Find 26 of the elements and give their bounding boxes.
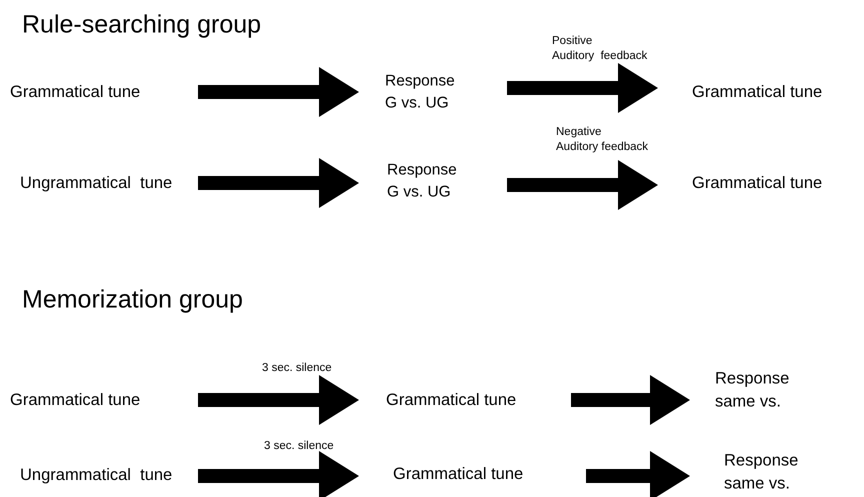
step-text: Grammatical tune (10, 388, 198, 412)
edge-label: 3 sec. silence (264, 439, 334, 454)
edge-label: Negative Auditory feedback (556, 125, 648, 155)
step-text: Response G vs. UG (359, 70, 507, 114)
block-arrow (571, 375, 690, 425)
block-arrow (198, 375, 359, 425)
block-arrow (586, 451, 690, 497)
block-arrow (507, 63, 658, 113)
edge-label: Positive Auditory feedback (552, 34, 648, 64)
block-arrow (198, 158, 359, 208)
group-heading: Memorization group (22, 286, 243, 314)
step-text: Grammatical tune (10, 80, 198, 104)
step-text: Grammatical tune (658, 172, 864, 194)
step-text: Ungrammatical tune (20, 172, 198, 194)
block-arrow (198, 451, 359, 497)
step-text: Grammatical tune (658, 80, 864, 104)
step-text: Response same vs. (690, 450, 830, 494)
step-text: Ungrammatical tune (20, 464, 198, 486)
edge-label: 3 sec. silence (262, 361, 332, 376)
block-arrow (507, 160, 658, 210)
step-text: Response same vs. (690, 368, 830, 412)
group-heading: Rule-searching group (22, 10, 262, 40)
step-text: Grammatical tune (359, 462, 586, 486)
step-text: Response G vs. UG (359, 160, 507, 202)
block-arrow (198, 67, 359, 117)
step-text: Grammatical tune (359, 388, 571, 412)
